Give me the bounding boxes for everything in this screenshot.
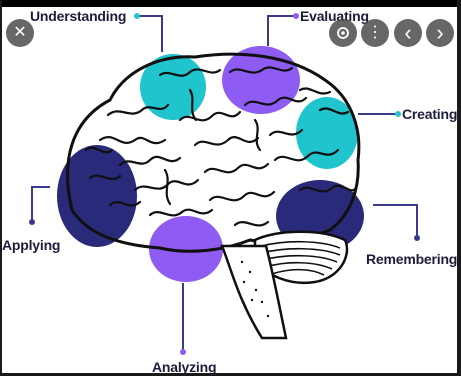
evaluating-label: Evaluating — [300, 8, 369, 24]
applying-label: Applying — [2, 237, 61, 253]
brain-stem-dots — [240, 260, 270, 318]
close-button[interactable]: ✕ — [6, 19, 34, 47]
window-left-border — [0, 0, 2, 376]
brain-folds — [84, 66, 358, 227]
close-icon: ✕ — [13, 24, 27, 41]
window-bottom-border — [0, 373, 461, 376]
lens-icon — [337, 27, 349, 39]
creating-label: Creating — [402, 106, 458, 122]
applying-region — [57, 145, 137, 247]
evaluating-region — [222, 46, 300, 114]
brain-outline — [66, 52, 361, 253]
window-right-border — [457, 0, 461, 376]
chevron-left-icon: ‹ — [404, 20, 412, 45]
chevron-right-icon: › — [436, 20, 444, 45]
remembering-label: Remembering — [366, 251, 458, 267]
more-icon: ⋮ — [367, 24, 383, 41]
analyzing-region — [149, 216, 223, 282]
previous-button[interactable]: ‹ — [394, 19, 422, 47]
window-top-border — [0, 0, 461, 7]
connector-lines — [31, 15, 418, 352]
visual-search-button[interactable] — [329, 19, 357, 47]
applying-connector — [31, 186, 50, 222]
analyzing-label: Analyzing — [152, 359, 217, 375]
remembering-connector — [373, 204, 418, 238]
understanding-region — [140, 54, 206, 120]
understanding-connector — [137, 15, 163, 52]
creating-region — [296, 97, 358, 169]
evaluating-connector — [267, 15, 296, 46]
understanding-label: Understanding — [30, 8, 127, 24]
more-options-button[interactable]: ⋮ — [361, 19, 389, 47]
next-button[interactable]: › — [426, 19, 454, 47]
brain-stem — [220, 244, 288, 340]
connector-dots — [29, 13, 420, 355]
